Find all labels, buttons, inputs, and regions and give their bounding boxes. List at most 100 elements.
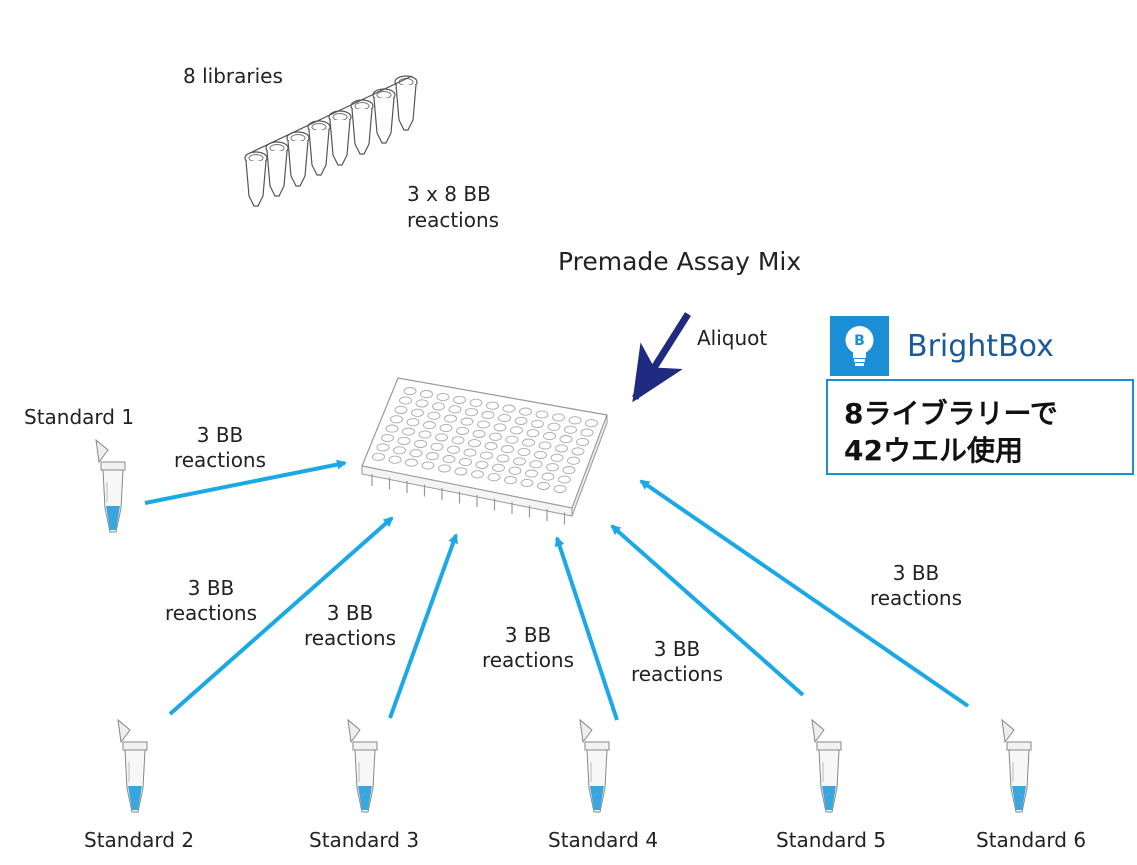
plate-well xyxy=(580,428,594,437)
standard-6-label: Standard 6 xyxy=(976,828,1087,852)
plate-well xyxy=(447,445,460,454)
tube-standard-6 xyxy=(1001,719,1032,813)
plate-well xyxy=(529,460,543,469)
plate-well xyxy=(514,416,528,425)
plate-well xyxy=(385,424,399,433)
library-strip-tubes xyxy=(244,75,418,207)
standard-2-label: Standard 2 xyxy=(84,828,195,852)
plate-well xyxy=(534,450,547,459)
plate-well xyxy=(471,470,484,479)
plate-well xyxy=(562,466,576,475)
arrow-standard-2 xyxy=(168,516,394,716)
lightbulb-icon: B xyxy=(845,326,874,366)
plate-well xyxy=(456,426,469,435)
tube-standard-5 xyxy=(811,719,842,813)
plate-well xyxy=(508,466,522,475)
tube-standard-3 xyxy=(347,719,378,813)
library-reactions-line2: reactions xyxy=(407,208,500,232)
plate-well xyxy=(436,392,450,402)
plate-well xyxy=(435,433,448,442)
plate-well xyxy=(505,435,519,444)
tube-standard-1 xyxy=(95,439,126,533)
plate-well xyxy=(381,433,394,443)
standard-5-label: Standard 5 xyxy=(776,828,887,852)
plate-well xyxy=(519,407,532,416)
plate-well xyxy=(460,417,474,426)
arrow-standard-4 xyxy=(554,536,619,721)
plate-well xyxy=(498,413,511,423)
arrow-standard-6 xyxy=(639,479,970,708)
plate-well xyxy=(451,436,465,445)
plate-well xyxy=(480,451,493,460)
plate-well xyxy=(481,411,495,420)
plate-well xyxy=(571,447,585,456)
plate-well xyxy=(411,408,424,417)
plate-well xyxy=(546,463,559,472)
arrow-standard-3 xyxy=(388,533,458,719)
plate-well xyxy=(465,408,478,417)
plate-well xyxy=(463,448,477,457)
plate-well xyxy=(423,421,436,430)
plate-well xyxy=(576,437,589,447)
plate-well xyxy=(415,399,429,408)
plate-well xyxy=(501,445,514,454)
plate-well xyxy=(405,458,418,467)
library-reactions-line1: 3 x 8 BB xyxy=(407,182,491,206)
plate-well xyxy=(552,413,565,422)
aliquot-label: Aliquot xyxy=(697,326,768,350)
plate-well xyxy=(496,454,510,463)
plate-well xyxy=(522,438,535,447)
plate-well xyxy=(484,442,498,451)
arrow-standard-1 xyxy=(144,459,347,505)
plate-well xyxy=(487,473,501,482)
plate-well xyxy=(390,415,403,424)
plate-well xyxy=(558,475,571,484)
plate-well xyxy=(486,401,499,410)
plate-well xyxy=(442,455,456,464)
standard-4-label: Standard 4 xyxy=(548,828,659,852)
brightbox-note-line2: 42ウエル使用 xyxy=(844,434,1023,467)
plate-well xyxy=(393,446,406,455)
plate-well xyxy=(535,410,549,419)
plate-well xyxy=(472,429,486,438)
plate-well xyxy=(403,387,417,396)
plate-well xyxy=(510,426,523,435)
standard-arrows xyxy=(144,459,970,721)
plate-well xyxy=(444,414,457,423)
plate-well xyxy=(504,476,517,485)
diagram-title: Premade Assay Mix xyxy=(558,247,802,276)
plate-well xyxy=(537,481,550,490)
96-well-plate xyxy=(361,377,608,525)
plate-well xyxy=(430,442,444,451)
plate-well xyxy=(559,435,573,444)
plate-well xyxy=(406,418,420,427)
brightbox-name: BrightBox xyxy=(907,329,1054,364)
plate-well xyxy=(421,461,435,470)
plate-well xyxy=(493,423,507,432)
standard-3-label: Standard 3 xyxy=(309,828,420,852)
brightbox-note-box: 8ライブラリーで 42ウエル使用 xyxy=(826,379,1134,475)
plate-well xyxy=(541,472,555,481)
plate-well xyxy=(492,463,505,472)
plate-well xyxy=(517,447,531,457)
plate-well xyxy=(397,436,411,445)
plate-well xyxy=(402,427,415,436)
plate-well xyxy=(432,402,445,411)
plate-well xyxy=(489,432,502,441)
plate-well xyxy=(568,416,582,425)
plate-well xyxy=(513,457,526,466)
plate-well xyxy=(531,419,544,428)
plate-well xyxy=(525,469,538,478)
plate-well xyxy=(438,464,451,473)
plate-well xyxy=(553,484,567,493)
brightbox-logo: B xyxy=(830,316,889,376)
tube-standard-2 xyxy=(117,719,148,813)
plate-well xyxy=(453,395,466,404)
plate-well xyxy=(427,411,441,420)
